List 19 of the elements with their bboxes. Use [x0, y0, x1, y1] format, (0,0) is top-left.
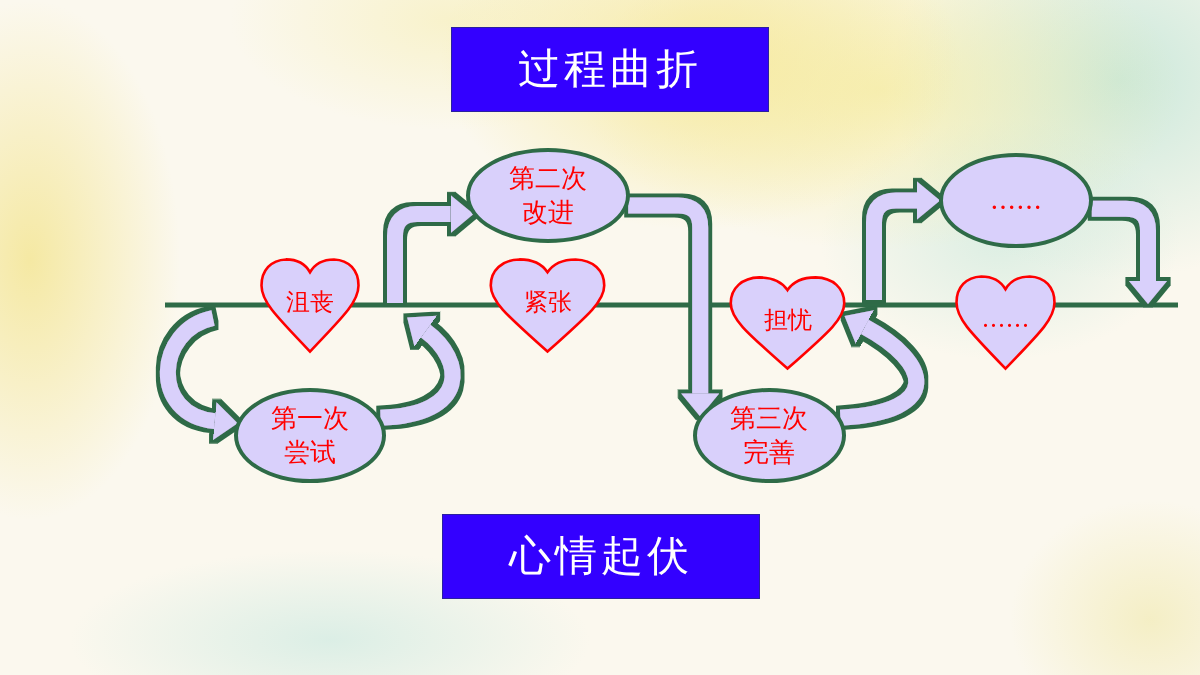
emotion-label: 担忧: [763, 305, 812, 335]
block-arrow: [387, 195, 474, 303]
block-arrow: [866, 181, 940, 300]
step-label: 第二次改进: [508, 161, 588, 229]
banner-text: 心情起伏: [509, 531, 693, 582]
banner-text: 过程曲折: [518, 44, 702, 95]
step-label: 第三次完善: [729, 401, 810, 469]
title-banner: [442, 514, 760, 599]
emotion-label: 紧张: [523, 288, 572, 317]
block-arrow: [159, 310, 238, 440]
title-banner: [451, 27, 769, 112]
heart-shape: [729, 276, 846, 370]
emotion-label: 沮丧: [286, 288, 334, 317]
heart-shape: [955, 275, 1056, 370]
heart-shape: [260, 258, 360, 353]
heart-shape: [489, 258, 606, 353]
step-label: ……: [990, 183, 1042, 217]
emotion-label: ……: [981, 305, 1030, 334]
step-label: 第一次尝试: [270, 401, 350, 469]
